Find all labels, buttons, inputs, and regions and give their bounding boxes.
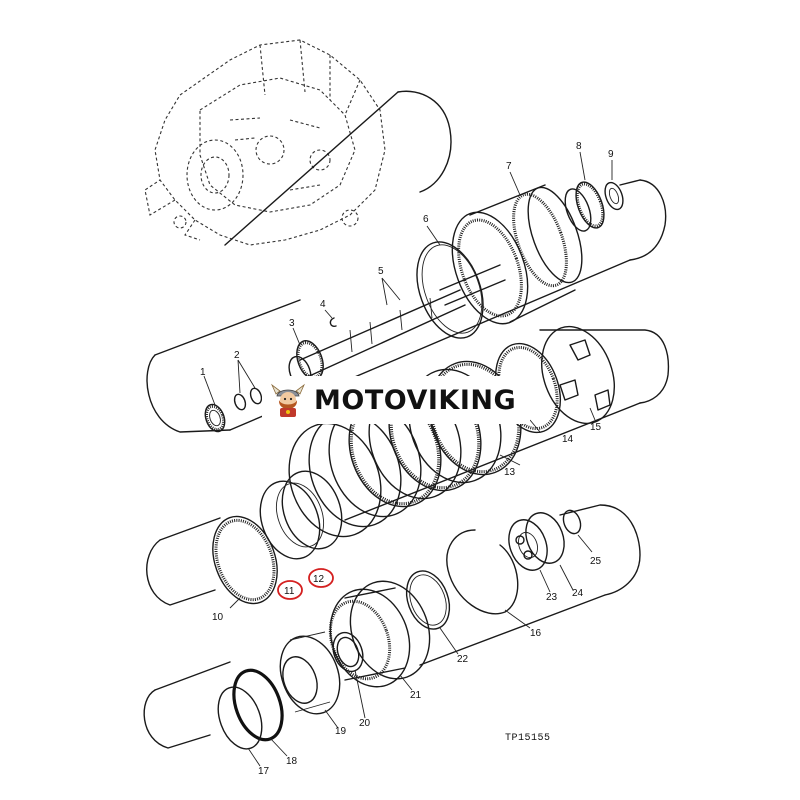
- assembly-band-lower: [143, 504, 641, 749]
- callout-2: 2: [234, 350, 240, 361]
- callout-25: 25: [590, 556, 602, 567]
- callout-18: 18: [286, 756, 298, 767]
- callout-10: 10: [212, 612, 224, 623]
- part-clip-4: [329, 317, 337, 328]
- callout-24: 24: [572, 588, 584, 599]
- callout-23: 23: [546, 592, 558, 603]
- part-bearing-23-24: [508, 512, 565, 571]
- callout-19: 19: [335, 726, 347, 737]
- callout-8: 8: [576, 141, 582, 152]
- part-drum-21: [328, 580, 431, 688]
- callout-5: 5: [378, 266, 384, 277]
- part-seal-1: [204, 403, 226, 433]
- callout-4: 4: [320, 299, 326, 310]
- highlight-circles: [277, 568, 334, 600]
- callout-11: 11: [284, 586, 295, 597]
- callout-22: 22: [457, 654, 469, 665]
- callout-15: 15: [590, 422, 602, 433]
- part-washer-25: [562, 509, 582, 535]
- callout-1: 1: [200, 367, 206, 378]
- part-ring-6: [416, 241, 484, 339]
- callout-7: 7: [506, 161, 512, 172]
- callout-12: 12: [313, 574, 325, 585]
- callout-3: 3: [289, 318, 295, 329]
- brand-name: MOTOVIKING: [314, 384, 517, 416]
- part-o-ring-22: [405, 570, 451, 630]
- part-gear-8: [564, 181, 605, 232]
- part-snap-ring-16: [446, 529, 519, 615]
- watermark-banner: MOTOVIKING: [262, 376, 530, 424]
- callout-16: 16: [530, 628, 542, 639]
- part-piston-15: [541, 325, 615, 425]
- callout-9: 9: [608, 149, 614, 160]
- part-snap-rings-2: [233, 387, 263, 411]
- part-ring-gear-7: [451, 184, 583, 325]
- callout-13: 13: [504, 467, 516, 478]
- callout-17: 17: [258, 766, 270, 777]
- callout-20: 20: [359, 718, 371, 729]
- viking-mascot-icon: [271, 383, 305, 417]
- callout-21: 21: [410, 690, 422, 701]
- part-discs-11-12: [259, 470, 343, 560]
- part-shaft-5: [439, 264, 506, 306]
- callout-14: 14: [562, 434, 574, 445]
- part-thin-ring-17: [217, 686, 263, 750]
- part-seal-ring-20: [332, 631, 364, 673]
- transmission-housing-outline: [144, 39, 386, 246]
- part-hub-19: [279, 631, 341, 715]
- part-bearing-9: [604, 181, 624, 211]
- part-ring-10: [212, 515, 278, 605]
- callout-6: 6: [423, 214, 429, 225]
- drawing-code: TP15155: [505, 733, 551, 744]
- leader-lines: [203, 151, 613, 767]
